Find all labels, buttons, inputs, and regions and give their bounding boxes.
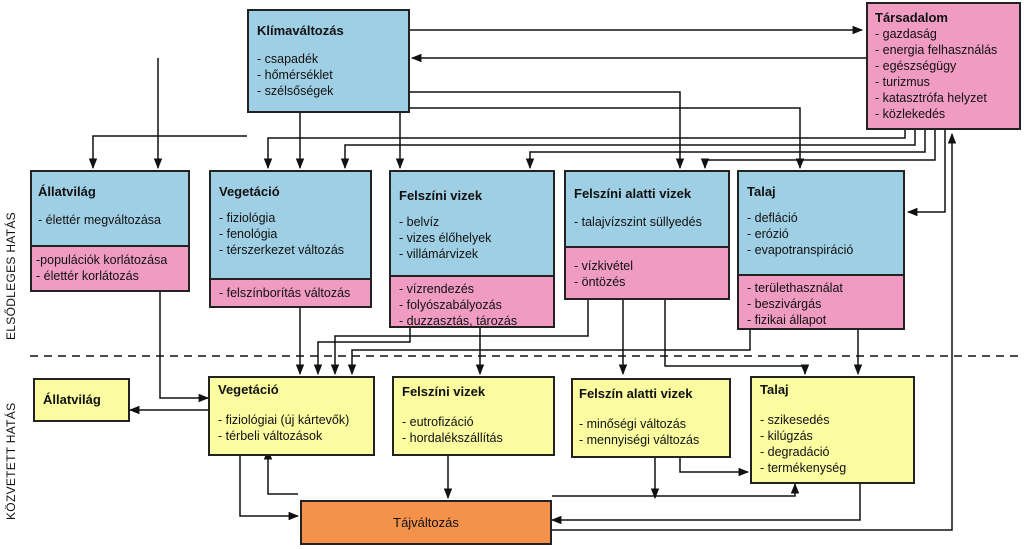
arrow-felszinalatti2-to-talaj2	[679, 458, 750, 477]
primary-felszini-alatti-vizek-item: - talajvízszint süllyedés	[574, 215, 702, 229]
primary-allatvilag-human-item: -populációk korlátozása	[36, 253, 168, 267]
secondary-felszin-alatti-vizek-box: Felszín alatti vizek - minőségi változás…	[571, 378, 731, 458]
arrow-tarsadalom-to-felszini	[340, 130, 916, 170]
secondary-allatvilag-title: Állatvilág	[43, 392, 101, 407]
secondary-felszin-alatti-vizek-item: - mennyiségi változás	[579, 433, 700, 447]
arrow-felszini-to-vegetacio2	[313, 328, 411, 376]
primary-effect-label: ELSŐDLEGES HATÁS	[4, 212, 18, 340]
primary-vegetacio-human-item: - felszínborítás változás	[219, 286, 351, 300]
arrow-felszinalatti-to-vegetacio2	[330, 300, 589, 376]
klimavaltozas-item: - csapadék	[257, 52, 319, 66]
secondary-felszini-vizek-item: - eutrofizáció	[402, 415, 474, 429]
primary-talaj-item: - evapotranspiráció	[747, 243, 854, 257]
tarsadalom-item: - turizmus	[875, 75, 930, 89]
primary-talaj-box: Talaj - defláció - erózió - evapotranspi…	[737, 170, 905, 330]
primary-talaj-item: - defláció	[747, 211, 798, 225]
arrow-taj-to-tarsadalom	[552, 132, 957, 531]
secondary-vegetacio-item: - fiziológiai (új kártevők)	[218, 413, 350, 427]
tarsadalom-title: Társadalom	[875, 10, 948, 25]
primary-vegetacio-item: - fiziológia	[219, 211, 276, 225]
secondary-felszini-vizek-box: Felszíni vizek - eutrofizáció - hordalék…	[392, 376, 555, 456]
secondary-vegetacio-title: Vegetáció	[218, 382, 279, 397]
tajvaltozas-box: Tájváltozás	[300, 500, 552, 545]
arrow-tarsadalom-to-vegetacio	[263, 130, 906, 170]
secondary-talaj-box: Talaj - szikesedés - kilúgzás - degradác…	[750, 376, 915, 484]
primary-felszini-vizek-box: Felszíni vizek - belvíz - vizes élőhelye…	[389, 170, 555, 328]
primary-talaj-human-item: - fizikai állapot	[747, 313, 827, 327]
primary-felszini-alatti-vizek-title: Felszíni alatti vizek	[574, 186, 692, 201]
secondary-allatvilag-box: Állatvilág	[33, 378, 130, 422]
primary-vegetacio-title: Vegetáció	[219, 184, 280, 199]
arrow-vegetacio2-to-taj	[239, 456, 300, 521]
primary-talaj-human-item: - területhasználat	[747, 281, 843, 295]
secondary-felszin-alatti-vizek-item: - minőségi változás	[579, 417, 686, 431]
primary-felszini-vizek-item: - villámárvizek	[399, 247, 479, 261]
tajvaltozas-label: Tájváltozás	[393, 515, 459, 530]
tarsadalom-item: - energia felhasználás	[875, 43, 998, 57]
primary-allatvilag-item: - élettér megváltozása	[38, 213, 161, 227]
primary-felszini-alatti-vizek-box: Felszíni alatti vizek - talajvízszint sü…	[564, 170, 730, 300]
tarsadalom-box: Társadalom - gazdaság - energia felhaszn…	[866, 2, 1021, 130]
primary-vegetacio-box: Vegetáció - fiziológia - fenológia - tér…	[209, 170, 372, 308]
secondary-vegetacio-item: - térbeli változások	[218, 429, 323, 443]
arrow-klima-to-talaj	[410, 107, 805, 170]
arrow-taj-to-talaj2	[552, 482, 800, 497]
primary-talaj-human-item: - beszivárgás	[747, 297, 822, 311]
primary-allatvilag-human-item: - élettér korlátozás	[36, 269, 139, 283]
arrow-tarsadalom-to-felszin-alatti-2	[700, 130, 936, 170]
primary-allatvilag-title: Állatvilág	[38, 184, 96, 199]
primary-felszini-alatti-vizek-human-item: - öntözés	[574, 275, 626, 289]
secondary-effect-label: KÖZVETETT HATÁS	[4, 402, 18, 520]
primary-felszini-vizek-title: Felszíni vizek	[399, 188, 483, 203]
arrow-felszinalatti-to-talaj2	[664, 300, 810, 376]
secondary-vegetacio-box: Vegetáció - fiziológiai (új kártevők) - …	[208, 376, 375, 456]
arrow-talaj2-to-taj	[550, 484, 861, 525]
secondary-felszini-vizek-title: Felszíni vizek	[402, 384, 486, 399]
arrow-tarsadalom-to-felszin-alatti	[525, 130, 926, 170]
secondary-talaj-item: - degradáció	[760, 445, 830, 459]
arrow-allatvilag-to-vegetacio2	[159, 290, 210, 403]
primary-vegetacio-item: - fenológia	[219, 227, 278, 241]
arrow-klima-to-felszin-alatti	[410, 91, 685, 170]
klimavaltozas-item: - szélsőségek	[257, 84, 334, 98]
primary-felszini-vizek-human-item: - duzzasztás, tározás	[399, 314, 518, 328]
tarsadalom-item: - közlekedés	[875, 107, 946, 121]
secondary-felszini-vizek-item: - hordalékszállítás	[402, 431, 503, 445]
primary-talaj-title: Talaj	[747, 184, 776, 199]
arrow-klima-to-allatvilag-1	[88, 135, 247, 170]
secondary-talaj-item: - szikesedés	[760, 413, 830, 427]
tarsadalom-item: - gazdaság	[875, 27, 937, 41]
primary-felszini-vizek-human-item: - vízrendezés	[399, 282, 475, 296]
klimavaltozas-item: - hőmérséklet	[257, 68, 333, 82]
arrow-talaj-to-vegetacio2	[347, 330, 751, 376]
primary-felszini-vizek-item: - belvíz	[399, 215, 440, 229]
primary-allatvilag-box: Állatvilág - élettér megváltozása -popul…	[30, 170, 190, 292]
secondary-talaj-item: - termékenység	[760, 461, 847, 475]
primary-felszini-alatti-vizek-human-item: - vízkivétel	[574, 259, 634, 273]
secondary-talaj-title: Talaj	[760, 382, 789, 397]
arrow-tarsadalom-to-talaj	[906, 130, 946, 217]
arrow-taj-to-vegetacio2	[263, 448, 298, 495]
primary-talaj-item: - erózió	[747, 227, 789, 241]
secondary-felszin-alatti-vizek-title: Felszín alatti vizek	[579, 386, 693, 401]
primary-vegetacio-item: - térszerkezet változás	[219, 243, 345, 257]
primary-felszini-vizek-item: - vizes élőhelyek	[399, 231, 492, 245]
secondary-talaj-item: - kilúgzás	[760, 429, 813, 443]
tarsadalom-item: - katasztrófa helyzet	[875, 91, 987, 105]
tarsadalom-item: - egészségügy	[875, 59, 957, 73]
klimavaltozas-box: Klímaváltozás - csapadék - hőmérséklet -…	[247, 9, 410, 113]
klimavaltozas-title: Klímaváltozás	[257, 23, 344, 38]
primary-felszini-vizek-human-item: - folyószabályozás	[399, 298, 502, 312]
